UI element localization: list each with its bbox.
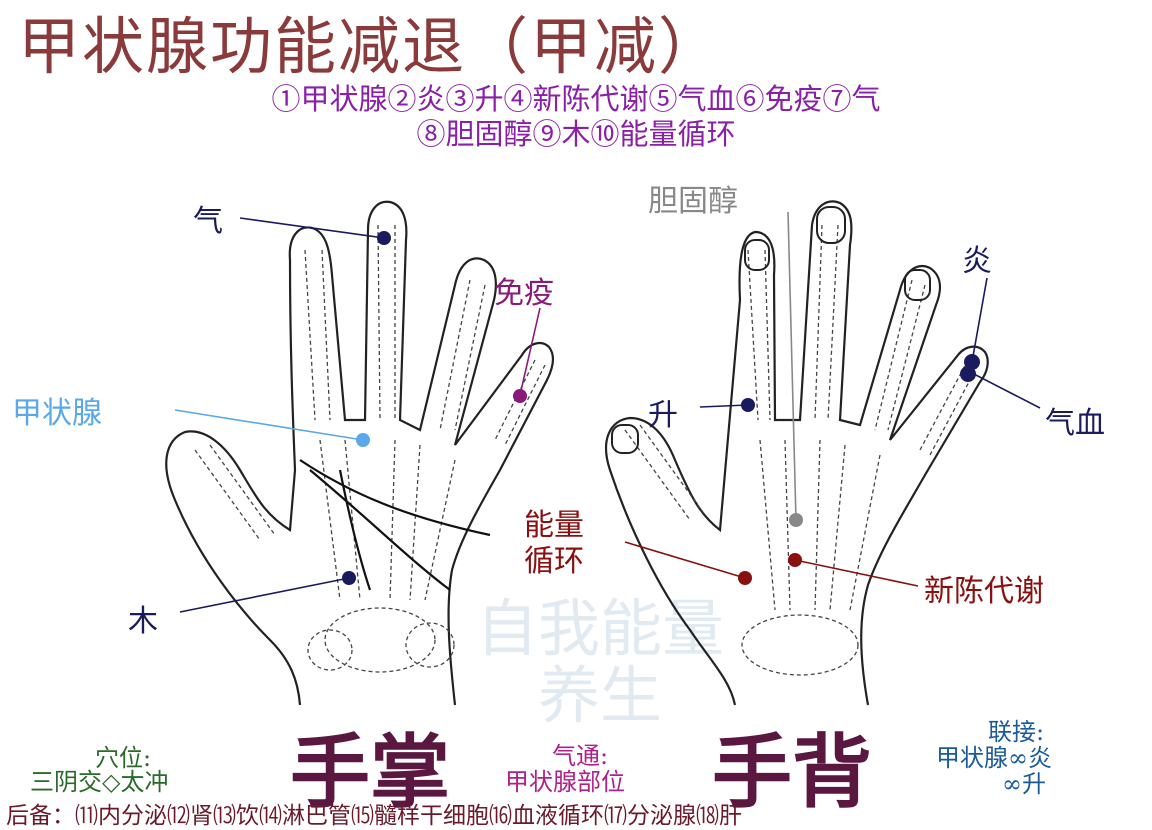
caption-palm: 手掌: [290, 725, 450, 819]
point-nengliang: [738, 571, 752, 585]
xuewei-value: 三阴交◇太冲: [30, 768, 169, 796]
leader-lines: [174, 211, 1041, 613]
point-danguchun: [789, 513, 803, 527]
label-sheng: 升: [648, 398, 678, 433]
legend-line-1: ①甲状腺②炎③升④新陈代谢⑤气血⑥免疫⑦气: [271, 82, 881, 116]
point-qixue: [960, 366, 976, 382]
label-danguchun: 胆固醇: [648, 184, 738, 219]
caption-back: 手背: [712, 725, 872, 819]
label-nengliang-1: 能量: [524, 508, 584, 543]
palm-creases: [299, 459, 491, 591]
point-mianyi: [513, 389, 527, 403]
label-qixue: 气血: [1045, 406, 1105, 441]
qitong-label: 气通:: [552, 742, 609, 770]
xuewei-label: 穴位:: [95, 744, 152, 772]
point-jiazhuangxian: [356, 433, 370, 447]
label-mu: 木: [128, 604, 158, 639]
point-xinchendaixie: [788, 553, 802, 567]
watermark-line-1: 自我能量: [475, 592, 724, 665]
footer-note: 后备：⑾内分泌⑿肾⒀饮⒁淋巴管⒂髓样干细胞⒃血液循环⒄分泌腺⒅肝: [6, 803, 742, 829]
point-mu: [342, 571, 356, 585]
palm-bones: [194, 224, 546, 673]
label-nengliang-2: 循环: [524, 544, 584, 579]
label-mianyi: 免疫: [494, 276, 554, 311]
lianjie-label: 联接:: [988, 718, 1045, 746]
legend-line-2: ⑧胆固醇⑨木⑩能量循环: [416, 117, 736, 151]
qitong-value: 甲状腺部位: [505, 768, 625, 796]
watermark-line-2: 养生: [537, 659, 662, 732]
lianjie-line-2: ∞升: [1002, 770, 1046, 798]
point-qi: [377, 231, 391, 245]
label-qi: 气: [193, 204, 223, 239]
page-title: 甲状腺功能减退（甲减）: [18, 10, 723, 83]
label-yan: 炎: [962, 244, 992, 279]
label-jiazhuangxian: 甲状腺: [12, 396, 102, 431]
palm-hand-outline: [165, 200, 555, 706]
point-sheng: [741, 398, 755, 412]
lianjie-line-1: 甲状腺∞炎: [936, 744, 1052, 772]
back-hand-outline: [605, 200, 989, 706]
label-xinchendaixie: 新陈代谢: [924, 574, 1044, 609]
